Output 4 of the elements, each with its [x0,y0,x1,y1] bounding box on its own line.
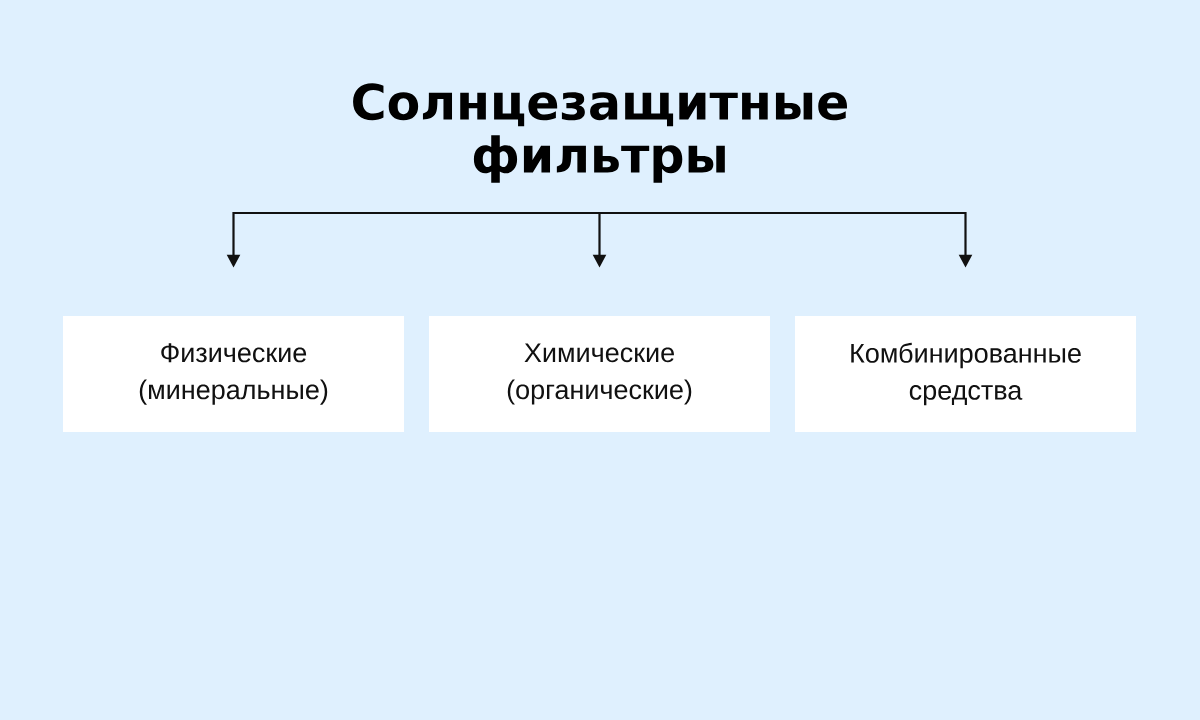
category-box: Комбинированные средства [795,316,1136,432]
category-box: Физические (минеральные) [63,316,404,432]
title: Солнцезащитные фильтры [353,83,847,183]
category-box: Химические (органические) [429,316,770,432]
